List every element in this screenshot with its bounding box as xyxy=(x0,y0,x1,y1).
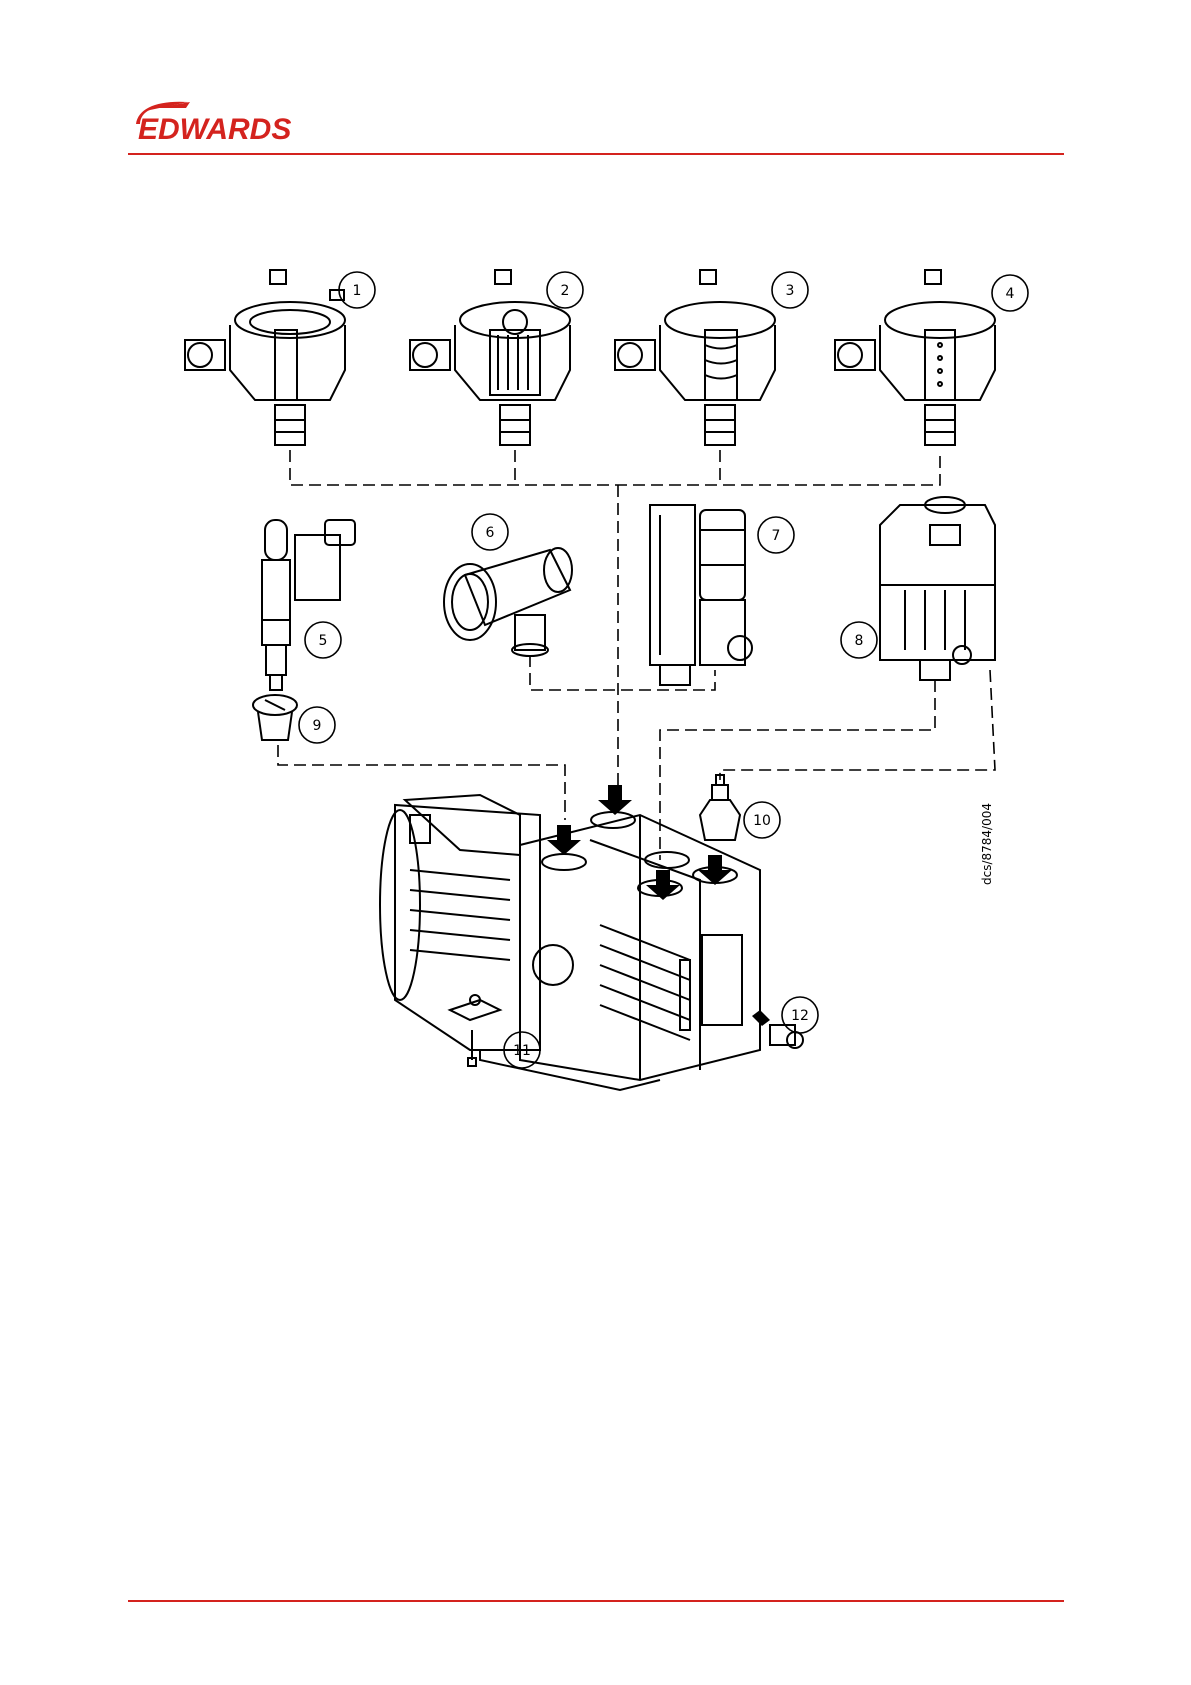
callout-4: 4 xyxy=(1006,286,1015,302)
callout-6: 6 xyxy=(486,525,495,541)
callout-3: 3 xyxy=(786,283,795,299)
callout-10: 10 xyxy=(753,813,771,829)
callouts xyxy=(299,272,1028,1068)
oil-mist-filter-8 xyxy=(880,497,995,680)
inlet-trap-2 xyxy=(410,270,570,445)
drawing-reference: dcs/8784/004 xyxy=(980,803,994,885)
callout-2: 2 xyxy=(561,283,570,299)
callout-1: 1 xyxy=(353,283,362,299)
callout-9: 9 xyxy=(313,718,322,734)
drain-plug-12 xyxy=(770,1025,803,1048)
gauge-7 xyxy=(650,505,752,685)
solenoid-valve-5 xyxy=(262,520,355,690)
callout-5: 5 xyxy=(319,633,328,649)
callout-12: 12 xyxy=(791,1008,809,1024)
callout-7: 7 xyxy=(772,528,781,544)
valve-6 xyxy=(444,548,572,656)
callout-8: 8 xyxy=(855,633,864,649)
mounting-foot-11 xyxy=(450,995,500,1066)
callout-11: 11 xyxy=(513,1043,531,1059)
inlet-trap-4 xyxy=(835,270,995,445)
inlet-trap-3 xyxy=(615,270,775,445)
fitting-arrows xyxy=(547,785,770,1026)
inlet-trap-1 xyxy=(185,270,345,445)
connection-lines xyxy=(278,450,995,860)
gas-ballast-10 xyxy=(700,775,740,840)
solenoid-valve-9 xyxy=(253,695,297,740)
